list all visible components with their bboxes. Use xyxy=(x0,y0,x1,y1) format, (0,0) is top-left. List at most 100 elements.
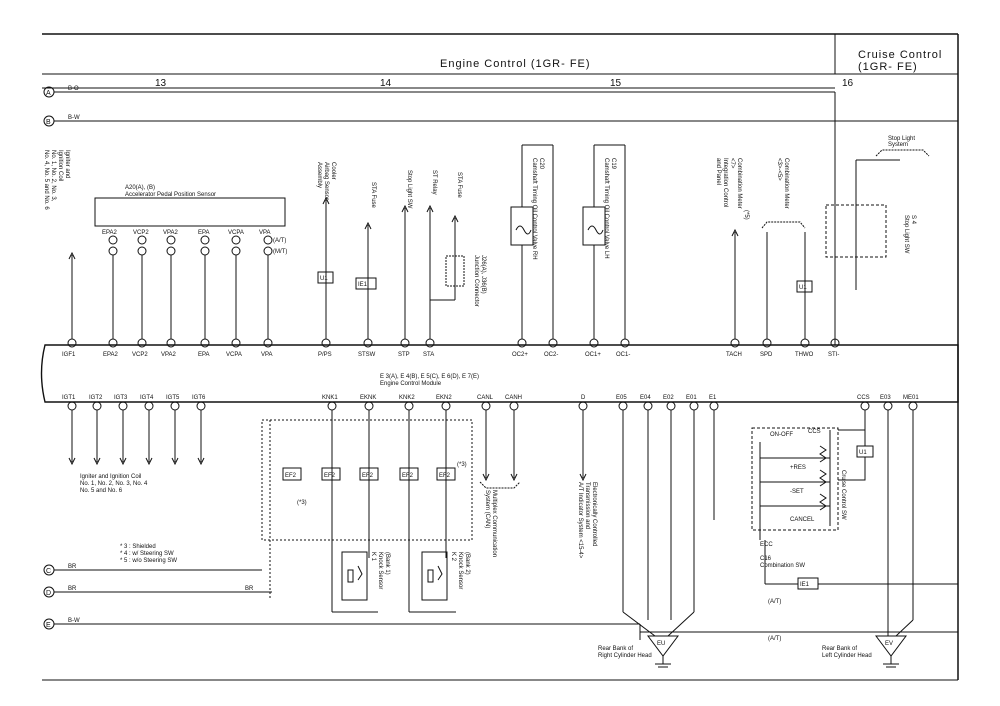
knock-wires xyxy=(331,410,456,613)
thwo-u1-label: U1 xyxy=(799,285,807,291)
igniter-label-2: Ignition Coil xyxy=(57,150,63,181)
term-e1: E1 xyxy=(709,395,717,401)
pps-u1-tag xyxy=(317,271,334,284)
term-spd: SPD xyxy=(760,352,773,358)
shield-tag-1: (*3) xyxy=(457,462,467,468)
junction-connector xyxy=(445,255,465,287)
term-me01: ME01 xyxy=(903,395,919,401)
term-vcp2: VCP2 xyxy=(132,352,148,358)
term-pps: P/PS xyxy=(318,352,332,358)
sta-fuse-a-label: STA Fuse xyxy=(370,182,376,209)
igniter-label-4: No. 4, No. 5 and No. 6 xyxy=(43,150,49,210)
accel-at: (A/T) xyxy=(273,238,286,244)
knock1-name: Knock Sensor xyxy=(377,552,383,589)
sta-fuse-b-label: STA Fuse xyxy=(456,172,462,199)
term-e05: E05 xyxy=(616,395,627,401)
bus-e-id: E xyxy=(46,622,51,629)
section-14: 14 xyxy=(380,78,392,89)
stsw-arrow xyxy=(364,221,372,230)
cruise-control-subtitle: (1GR- FE) xyxy=(858,61,918,73)
cruise-sw-cancel: CANCEL xyxy=(790,517,815,523)
igt-wires xyxy=(68,410,205,466)
ef2-tag-2 xyxy=(321,467,341,481)
legend-2: * 4 : w/ Steering SW xyxy=(120,551,174,557)
knock2-id: K 2 xyxy=(450,552,456,562)
term-knk2: KNK2 xyxy=(399,395,415,401)
term-vpa: VPA xyxy=(261,352,273,358)
accel-pin-vcp2: VCP2 xyxy=(133,230,149,236)
can-label-1: Multiplex Communication xyxy=(491,490,497,557)
junction-name: Junction Connector xyxy=(473,255,479,307)
bus-c-id: C xyxy=(46,568,51,575)
term-igt5: IGT5 xyxy=(166,395,180,401)
term-oc2m: OC2- xyxy=(544,352,558,358)
ecc-ie1-label: IE1 xyxy=(800,582,810,588)
cruise-sw-res: +RES xyxy=(790,465,806,471)
term-d: D xyxy=(581,395,586,401)
cruise-sw-resistor-1 xyxy=(819,445,827,463)
cam-lh-coil xyxy=(587,225,604,235)
can-arrows xyxy=(482,473,518,482)
accel-mt: (M/T) xyxy=(273,249,287,255)
bus-c-wire: BR xyxy=(68,564,77,570)
pps-u1-label: U1 xyxy=(320,276,328,282)
cruise-sw-resistor-2 xyxy=(819,469,827,487)
junction-arrow xyxy=(451,214,459,223)
term-stp: STP xyxy=(398,352,410,358)
cooler-label-3: Assembly xyxy=(316,162,322,188)
ecc-at: (A/T) xyxy=(768,599,781,605)
ef2-label-2: EF2 xyxy=(324,473,336,479)
term-ekn2: EKN2 xyxy=(436,395,452,401)
cam-lh-valve xyxy=(582,206,606,246)
can-bracket xyxy=(479,481,521,489)
stop-light-system-2: System xyxy=(888,142,908,148)
term-vpa2: VPA2 xyxy=(161,352,177,358)
ect-label-1: Electronically Controlled xyxy=(591,482,597,546)
ground-ev-label-1: Rear Bank of xyxy=(822,646,857,652)
stsw-ie1-tag xyxy=(355,277,377,290)
term-oc2p: OC2+ xyxy=(512,352,528,358)
tach-arrow xyxy=(731,228,739,237)
term-thwo: THWO xyxy=(795,352,814,358)
knock1-sensor xyxy=(341,551,368,601)
stp-arrow xyxy=(401,204,409,213)
knock2-sensor xyxy=(421,551,448,601)
thwo-u1-tag xyxy=(796,280,813,293)
cruise-sw-name: Cruise Control SW xyxy=(840,470,846,520)
combo-meter-a-5: (*5) xyxy=(743,210,749,220)
term-epa2: EPA2 xyxy=(103,352,119,358)
ect-label-2: Transmission and xyxy=(584,482,590,529)
igniter-coil-bottom-3: No. 5 and No. 6 xyxy=(80,488,123,494)
combo-meter-b-2: <3>-<5> xyxy=(776,158,782,181)
cruise-sw-rails xyxy=(759,430,831,540)
ef2-tag-5 xyxy=(436,467,456,481)
ect-label-3: A/T Indicator System <15-4> xyxy=(577,482,583,559)
term-ccs: CCS xyxy=(857,395,870,401)
term-oc1p: OC1+ xyxy=(585,352,601,358)
accel-pin-vcpa: VCPA xyxy=(228,230,244,236)
ground-ev-symbol xyxy=(875,635,907,657)
ef2-label-4: EF2 xyxy=(402,473,414,479)
term-eknk: EKNK xyxy=(360,395,376,401)
bus-d-id: D xyxy=(46,590,51,597)
cooler-label-1: Cooler xyxy=(330,162,336,180)
section-13: 13 xyxy=(155,78,167,89)
combo-sw-id: C16 xyxy=(760,556,772,562)
st-relay-label: ST Relay xyxy=(431,170,437,195)
bus-a-id: A xyxy=(46,90,51,97)
ground-ev-id: EV xyxy=(885,641,893,647)
accel-sensor-id: A20(A), (B) xyxy=(125,185,155,191)
igniter-label-3: No. 1, No. 2, No. 3, xyxy=(50,150,56,202)
ground-eu-id: EU xyxy=(657,641,665,647)
cam-rh-valve xyxy=(510,206,534,246)
combo-meter-a-1: Combination Meter xyxy=(736,158,742,209)
ef2-label-1: EF2 xyxy=(285,473,297,479)
wire-me01-join xyxy=(895,619,914,637)
stop-light-switch-id: S 4 xyxy=(910,215,916,225)
knock2-bank: (Bank 2) xyxy=(464,552,470,575)
term-igt3: IGT3 xyxy=(114,395,128,401)
can-label-2: System (CAN) xyxy=(484,490,490,528)
ground-eu-label-1: Rear Bank of xyxy=(598,646,633,652)
cooler-label-2: Airbag Sensor xyxy=(323,162,329,200)
